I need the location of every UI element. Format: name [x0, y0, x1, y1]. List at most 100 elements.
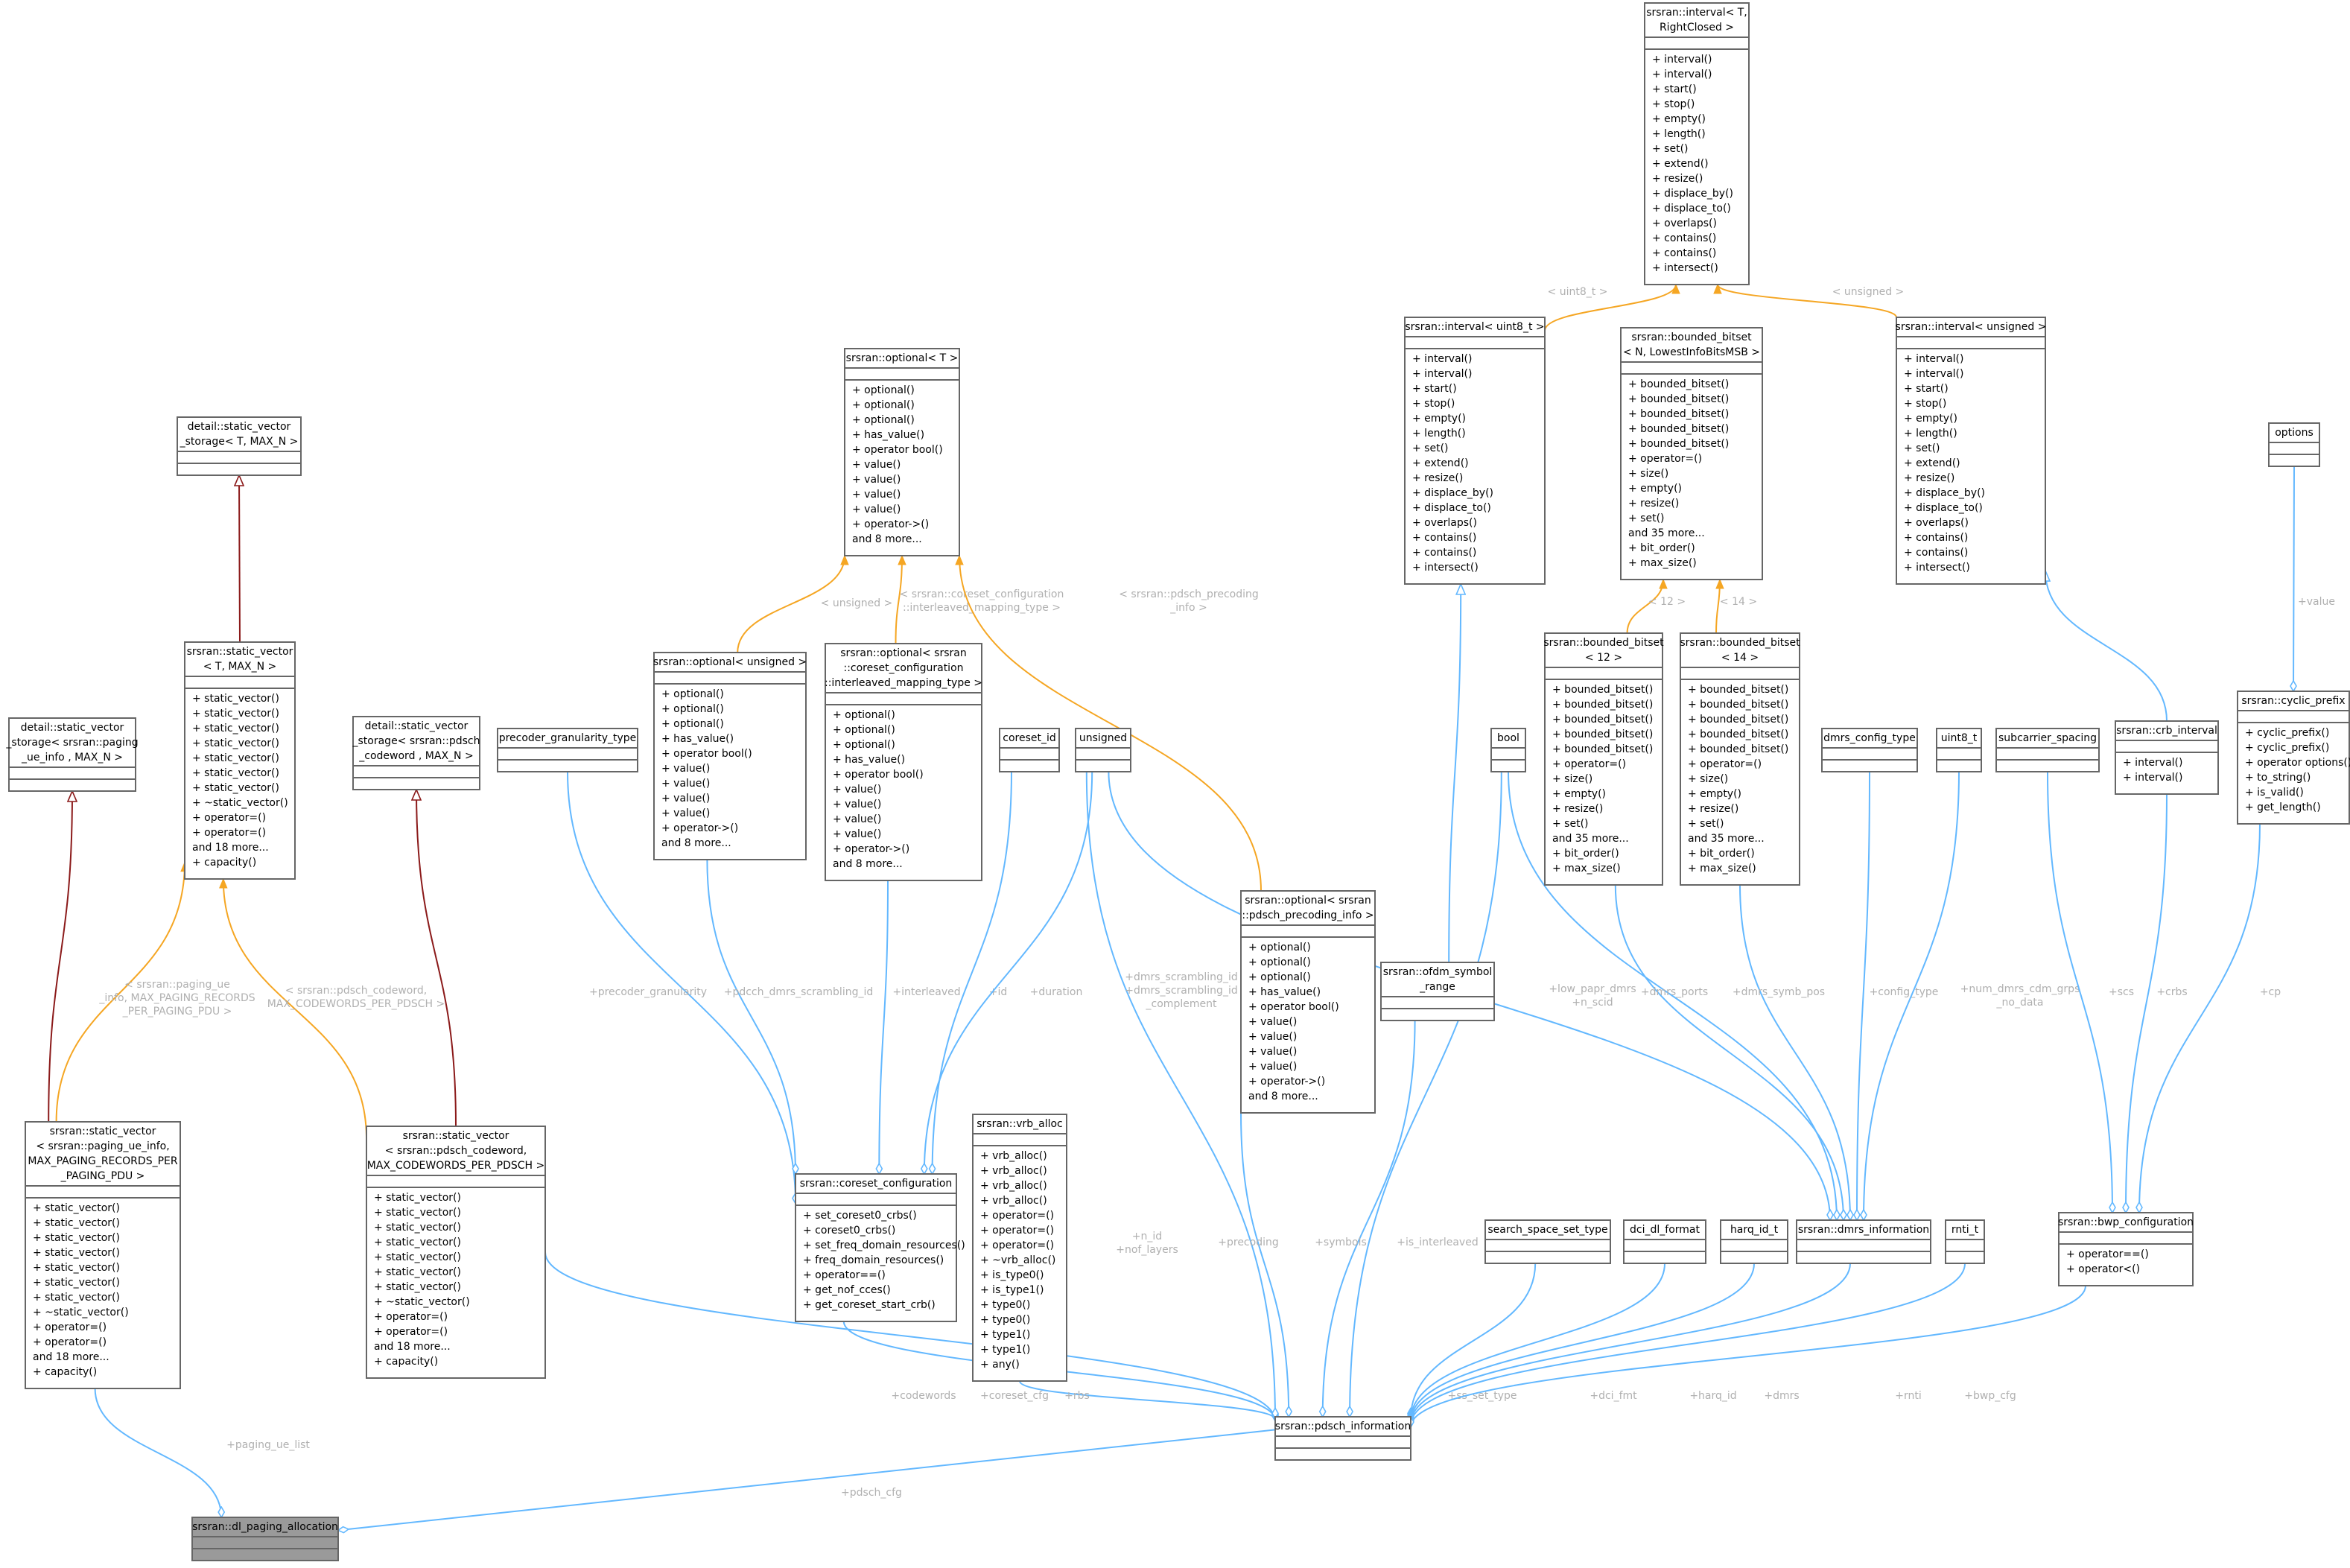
class-node-sv_T[interactable]: srsran::static_vector< T, MAX_N >+ stati… [184, 641, 296, 880]
class-node-uint8[interactable]: uint8_t [1936, 728, 1982, 772]
class-node-search_space[interactable]: search_space_set_type [1484, 1219, 1611, 1264]
edge-label: MAX_CODEWORDS_PER_PDSCH > [267, 998, 445, 1010]
class-method: + has_value() [1248, 986, 1321, 998]
class-node-rnti[interactable]: rnti_t [1945, 1219, 1985, 1264]
class-node-bitset_12[interactable]: srsran::bounded_bitset< 12 >+ bounded_bi… [1543, 632, 1664, 886]
edge-line [1857, 771, 1870, 1220]
class-node-harq[interactable]: harq_id_t [1720, 1219, 1788, 1264]
edge-label: +rnti [1895, 1390, 1922, 1402]
class-method: + interval() [1412, 368, 1472, 380]
edge-label: +symbols [1315, 1237, 1367, 1248]
class-node-sv_paging[interactable]: srsran::static_vector< srsran::paging_ue… [25, 1121, 181, 1389]
class-method: + operator=() [980, 1225, 1054, 1237]
class-method: + value() [833, 813, 881, 825]
class-method: + operator=() [980, 1240, 1054, 1251]
class-node-cyclic_prefix[interactable]: srsran::cyclic_prefix+ cyclic_prefix()+ … [2237, 691, 2350, 825]
class-node-options[interactable]: options [2268, 422, 2320, 467]
class-node-sv_storage_cw[interactable]: detail::static_vector_storage< srsran::p… [352, 716, 480, 790]
class-method: and 18 more... [33, 1351, 109, 1363]
class-box [1490, 728, 1526, 772]
class-node-dmrs_cfg_type[interactable]: dmrs_config_type [1821, 728, 1918, 772]
class-box [366, 1126, 546, 1379]
class-method: + empty() [1652, 113, 1706, 125]
class-node-dci_fmt[interactable]: dci_dl_format [1623, 1219, 1706, 1264]
class-method: + operator=() [192, 812, 266, 824]
class-method: and 35 more... [1628, 527, 1705, 539]
edge-e_is_interleaved: +is_interleaved [1350, 771, 1502, 1417]
class-node-crb_interval[interactable]: srsran::crb_interval+ interval()+ interv… [2115, 720, 2219, 795]
class-node-opt_unsigned[interactable]: srsran::optional< unsigned >+ optional()… [653, 652, 807, 860]
class-node-bool[interactable]: bool [1490, 728, 1526, 772]
edge-e_ofdm_inh [1448, 584, 1461, 963]
class-method: + bit_order() [1552, 848, 1619, 860]
edge-label: < 14 > [1720, 596, 1757, 608]
class-node-sv_storage_T[interactable]: detail::static_vector_storage< T, MAX_N … [177, 416, 302, 476]
class-method: + bit_order() [1628, 542, 1695, 554]
class-node-sv_cw[interactable]: srsran::static_vector< srsran::pdsch_cod… [366, 1126, 546, 1379]
edge-e_dci_fmt: +dci_fmt [1411, 1263, 1665, 1421]
edge-label: +config_type [1870, 986, 1939, 998]
edge-label: +crbs [2156, 986, 2187, 998]
class-node-bwp_cfg[interactable]: srsran::bwp_configuration+ operator==()+… [2058, 1212, 2194, 1286]
class-node-interval_T[interactable]: srsran::interval< T,RightClosed >+ inter… [1644, 2, 1750, 285]
edge-e_cp: +cp [2139, 823, 2281, 1213]
class-method: + operator->() [852, 518, 929, 530]
class-node-interval_u8[interactable]: srsran::interval< uint8_t >+ interval()+… [1404, 317, 1546, 585]
class-method: + optional() [852, 414, 915, 426]
class-node-opt_precoding[interactable]: srsran::optional< srsran::pdsch_precodin… [1240, 890, 1376, 1114]
class-box [1075, 728, 1131, 772]
edge-e_tmpl_paging: < srsran::paging_ue_info, MAX_PAGING_REC… [55, 863, 255, 1123]
class-method: + displace_to() [1652, 203, 1731, 215]
class-node-unsigned[interactable]: unsigned [1075, 728, 1131, 772]
class-title: srsran::interval< uint8_t > [1405, 321, 1544, 333]
class-method: + contains() [1652, 232, 1716, 244]
class-title: precoder_granularity_type [499, 732, 637, 744]
class-method: + static_vector() [374, 1207, 461, 1219]
class-title: srsran::crb_interval [2116, 725, 2217, 737]
class-node-interval_unsigned[interactable]: srsran::interval< unsigned >+ interval()… [1896, 317, 2047, 585]
class-node-bitset_N[interactable]: srsran::bounded_bitset< N, LowestInfoBit… [1620, 327, 1763, 580]
class-node-coreset_id[interactable]: coreset_id [999, 728, 1060, 772]
class-method: + intersect() [1904, 562, 1970, 574]
class-method: + bounded_bitset() [1552, 684, 1653, 696]
class-method: + resize() [1552, 803, 1603, 815]
class-node-scs[interactable]: subcarrier_spacing [1995, 728, 2100, 772]
class-method: + contains() [1412, 532, 1476, 544]
class-node-pdsch_info[interactable]: srsran::pdsch_information [1274, 1416, 1411, 1461]
class-box [2268, 422, 2320, 467]
class-title: options [2275, 427, 2314, 439]
class-node-ofdm_range[interactable]: srsran::ofdm_symbol_range [1380, 962, 1495, 1021]
class-method: + stop() [1652, 98, 1695, 110]
class-method: + to_string() [2245, 772, 2311, 784]
class-method: + vrb_alloc() [980, 1165, 1047, 1177]
class-method: + empty() [1688, 788, 1741, 800]
edge-label: +nof_layers [1116, 1244, 1178, 1256]
class-node-dl_paging[interactable]: srsran::dl_paging_allocation [191, 1517, 339, 1561]
edge-line [933, 771, 1012, 1174]
class-node-precoder_gran[interactable]: precoder_granularity_type [497, 728, 638, 772]
edge-label: +harq_id [1689, 1390, 1736, 1402]
class-method: + static_vector() [192, 723, 279, 734]
edge-label: +coreset_cfg [980, 1390, 1049, 1402]
class-title: _storage< T, MAX_N > [180, 436, 299, 448]
class-method: + stop() [1904, 398, 1946, 410]
class-node-dmrs_info[interactable]: srsran::dmrs_information [1796, 1219, 1931, 1264]
class-box [1380, 962, 1495, 1021]
class-method: + bounded_bitset() [1552, 729, 1653, 740]
edge-label: _PER_PAGING_PDU > [122, 1006, 232, 1018]
class-title: MAX_CODEWORDS_PER_PDSCH > [367, 1160, 545, 1172]
class-method: + displace_by() [1652, 188, 1733, 200]
class-title: detail::static_vector [188, 421, 291, 433]
class-method: + set() [1628, 512, 1665, 524]
class-node-sv_storage_paging[interactable]: detail::static_vector_storage< srsran::p… [5, 717, 139, 792]
edge-label: < uint8_t > [1548, 286, 1608, 298]
class-node-coreset_cfg[interactable]: srsran::coreset_configuration+ set_cores… [795, 1173, 965, 1322]
class-method: + operator=() [374, 1311, 448, 1323]
class-node-vrb_alloc[interactable]: srsran::vrb_alloc+ vrb_alloc()+ vrb_allo… [972, 1114, 1067, 1382]
class-method: + static_vector() [192, 767, 279, 779]
class-node-bitset_14[interactable]: srsran::bounded_bitset< 14 >+ bounded_bi… [1680, 632, 1800, 886]
class-node-opt_T[interactable]: srsran::optional< T >+ optional()+ optio… [844, 348, 960, 556]
class-title: srsran::static_vector [403, 1130, 509, 1142]
class-title: < 12 > [1585, 652, 1622, 664]
class-node-opt_coreset[interactable]: srsran::optional< srsran::coreset_config… [825, 643, 982, 881]
